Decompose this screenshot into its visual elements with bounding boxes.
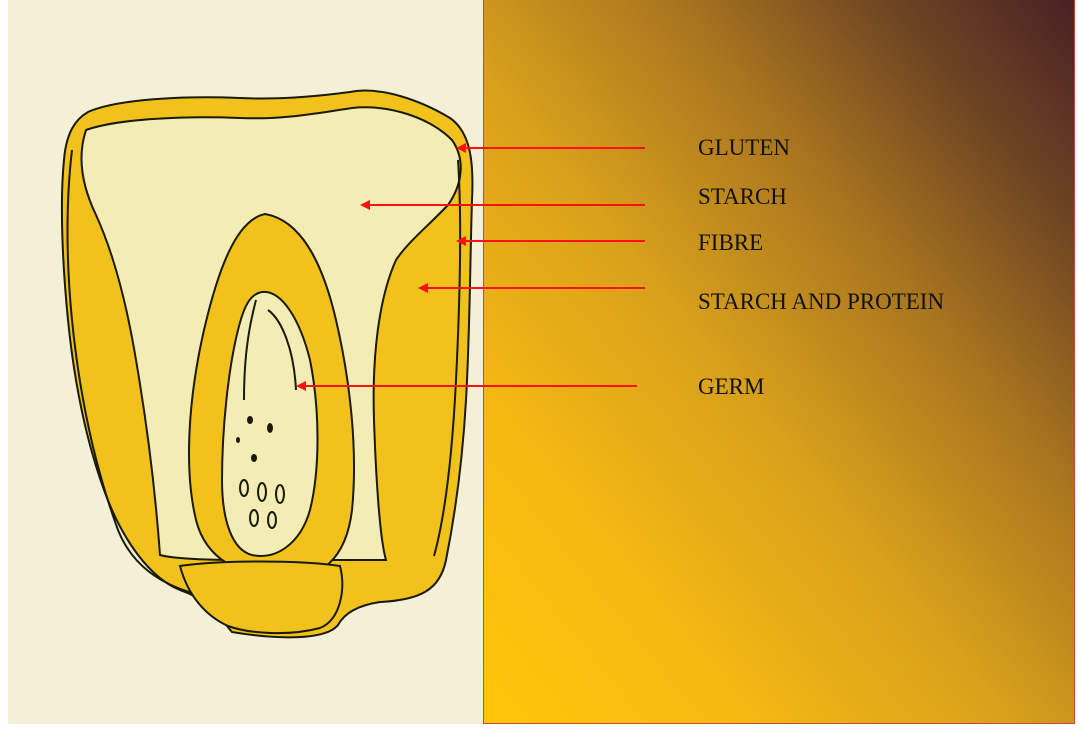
tip-cap	[180, 562, 342, 634]
label-starch: STARCH	[698, 185, 787, 208]
label-gluten: GLUTEN	[698, 136, 790, 159]
label-fibre: FIBRE	[698, 231, 763, 254]
label-starch-and-protein: STARCH AND PROTEIN	[698, 290, 944, 313]
label-germ: GERM	[698, 375, 764, 398]
